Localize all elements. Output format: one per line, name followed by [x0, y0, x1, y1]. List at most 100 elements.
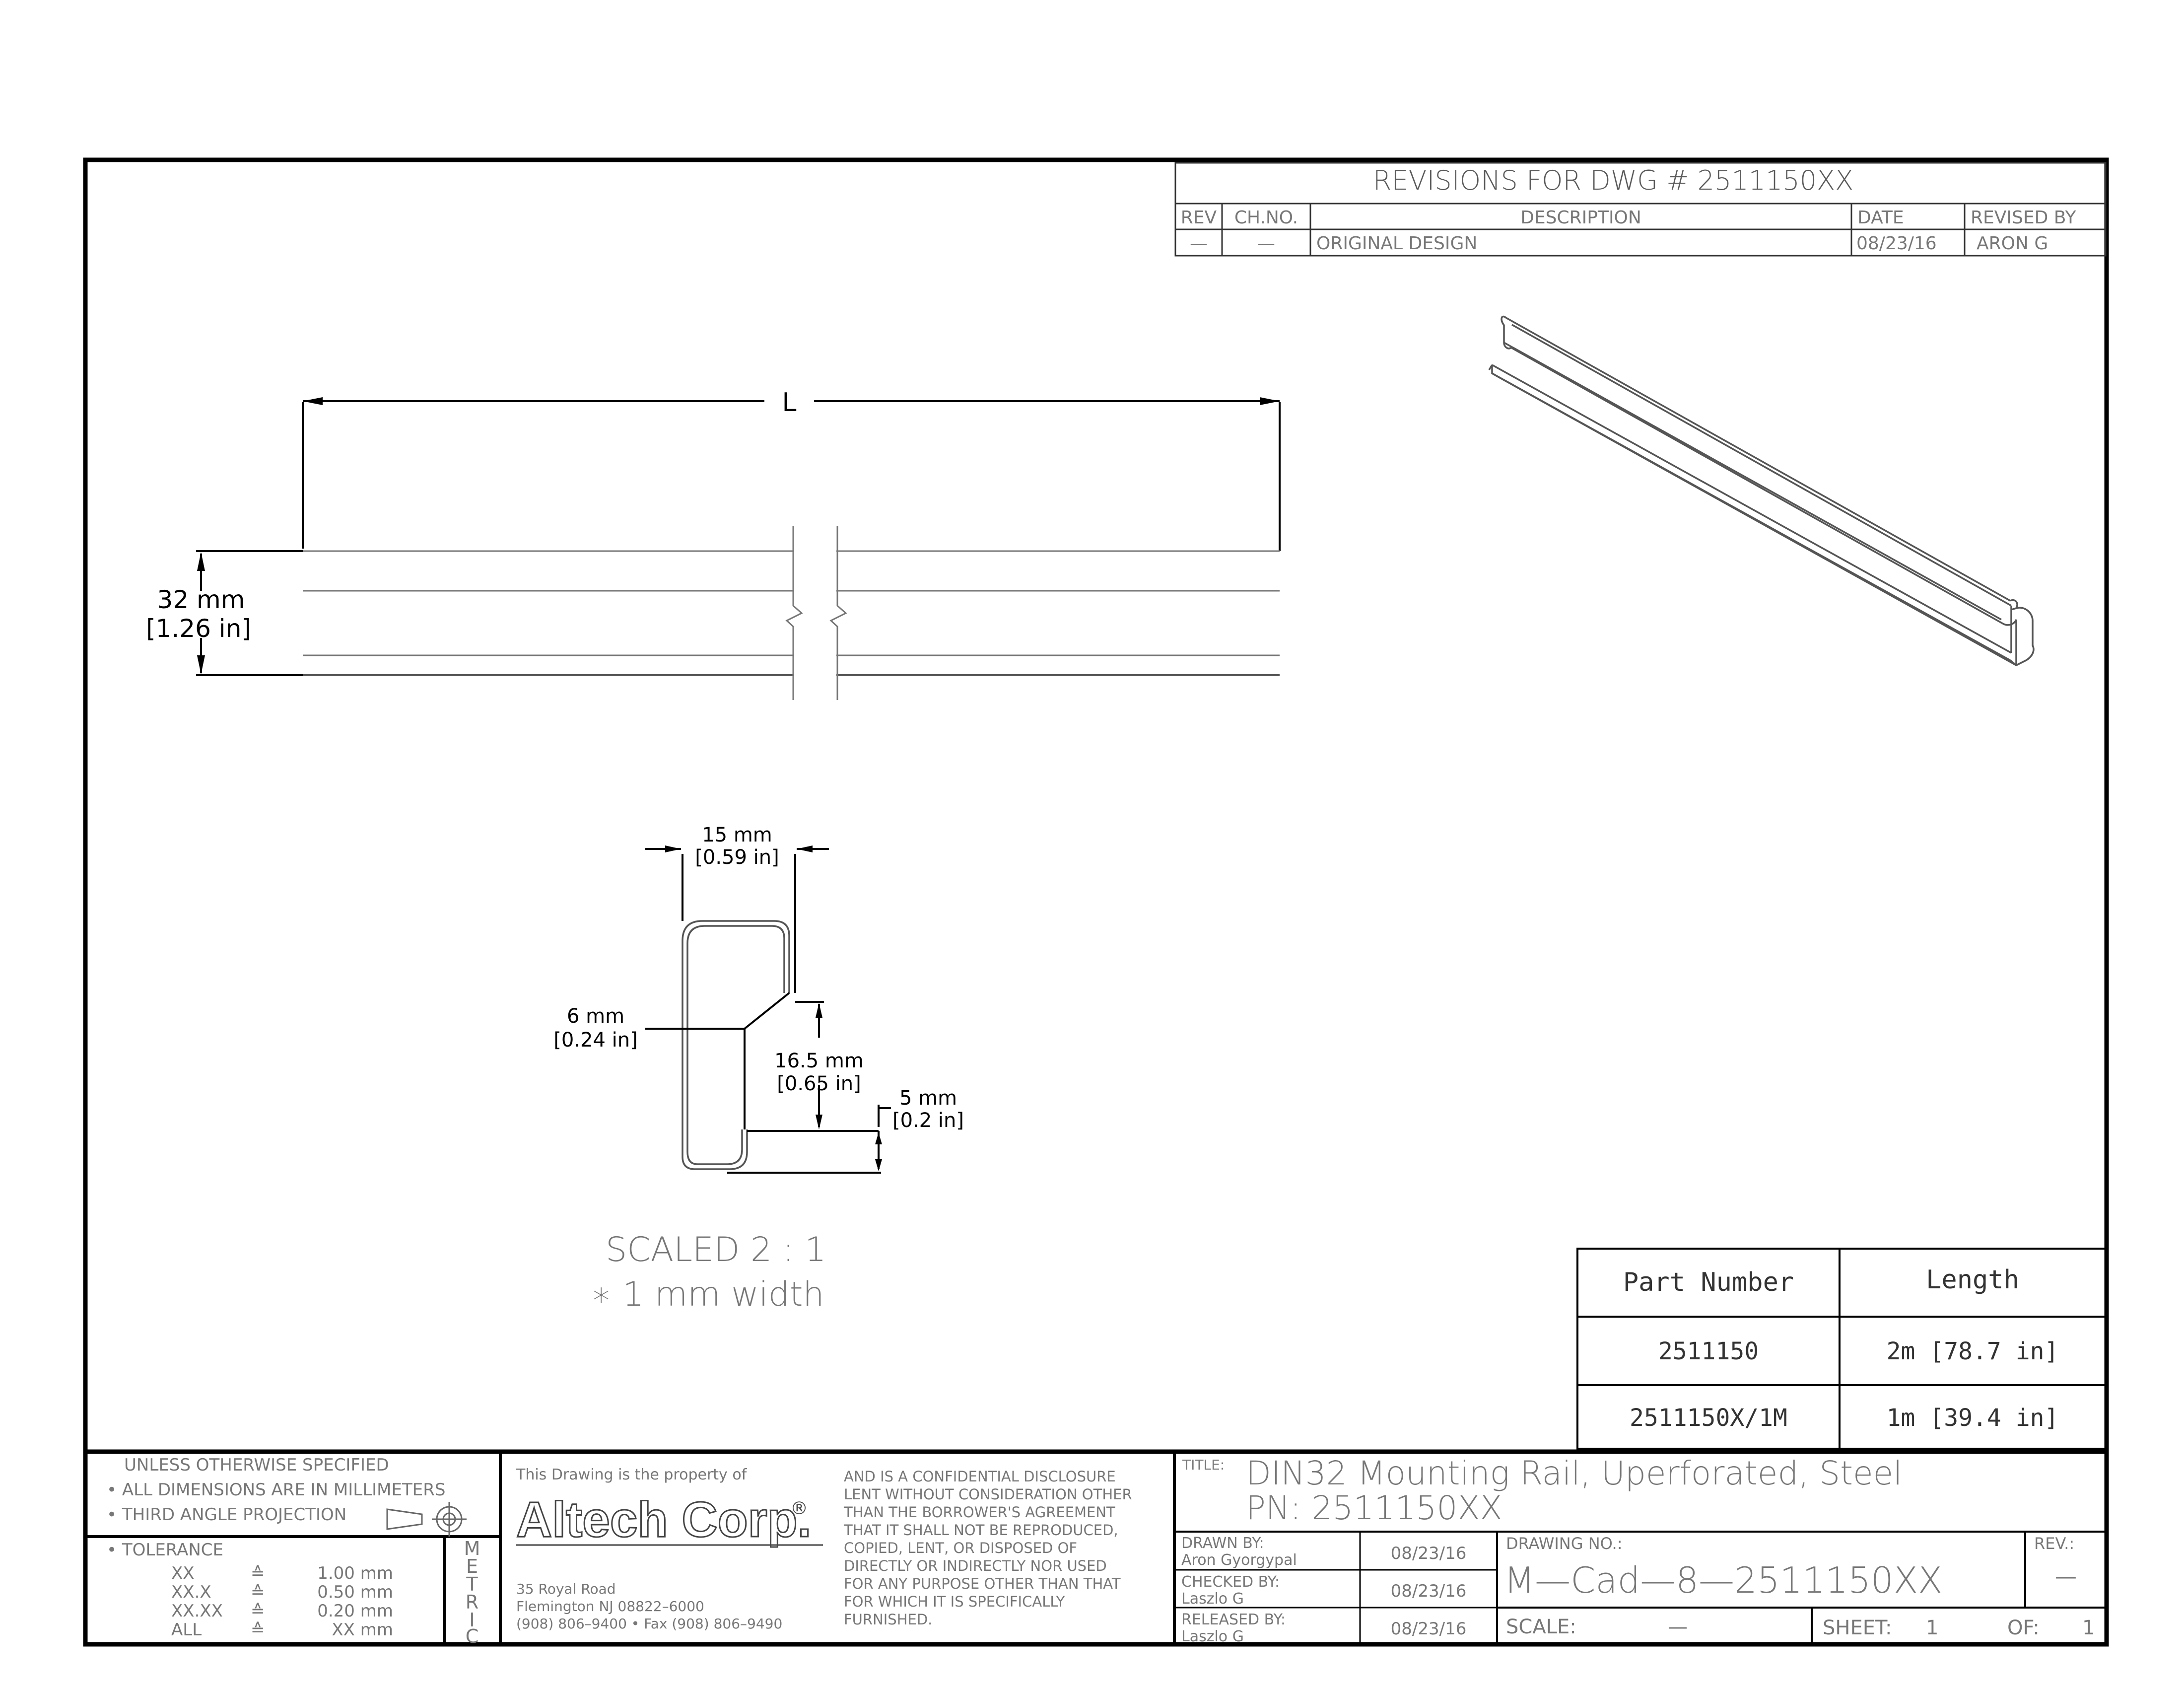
title-block-frame [85, 1449, 2107, 1644]
released-by-name: Laszlo G [1181, 1628, 1244, 1645]
address-line-2: Flemington NJ 08822–6000 [516, 1598, 704, 1615]
part-number-header: Part Number [1623, 1267, 1794, 1297]
side-view [196, 397, 1281, 700]
drawing-part-number: PN: 2511150XX [1246, 1489, 1502, 1527]
checked-by-name: Laszlo G [1181, 1590, 1244, 1608]
description-value: ORIGINAL DESIGN [1316, 233, 1477, 254]
title-label: TITLE: [1182, 1457, 1225, 1473]
scale-value: — [1668, 1616, 1688, 1638]
drawing-no-label: DRAWING NO.: [1506, 1534, 1622, 1553]
lip-in-label: [0.2 in] [892, 1109, 964, 1132]
checked-date: 08/23/16 [1391, 1581, 1467, 1601]
notes-line-2: • ALL DIMENSIONS ARE IN MILLIMETERS [107, 1480, 445, 1500]
tolerance-key-2: XX.X [171, 1582, 211, 1602]
rev-value: — [1190, 233, 1208, 254]
rev-label: REV.: [2034, 1534, 2074, 1553]
of-label: OF: [2007, 1617, 2040, 1639]
disclosure-line-1: AND IS A CONFIDENTIAL DISCLOSURE [844, 1468, 1116, 1485]
tolerance-sym-4: ≙ [251, 1620, 265, 1640]
length-2: 1m [39.4 in] [1887, 1404, 2059, 1432]
profile-arrows [665, 845, 882, 1171]
checked-by-label: CHECKED BY: [1181, 1573, 1280, 1591]
metric-letter-t: T [466, 1573, 478, 1595]
sheet-label: SHEET: [1823, 1617, 1892, 1639]
tolerance-key-3: XX.XX [171, 1601, 223, 1621]
parts-table-grid [1576, 1248, 2107, 1450]
width-mm-label: 15 mm [702, 824, 772, 846]
revised-by-header: REVISED BY [1971, 208, 2076, 228]
width-note: ∗ 1 mm width [591, 1275, 824, 1314]
drawing-number: M—Cad—8—2511150XX [1504, 1559, 1942, 1601]
flange-in-label: [0.24 in] [553, 1029, 637, 1052]
released-date: 08/23/16 [1391, 1619, 1467, 1639]
description-header: DESCRIPTION [1520, 208, 1641, 228]
width-in-label: [0.59 in] [695, 846, 779, 869]
tolerance-val-3: 0.20 mm [317, 1601, 393, 1621]
disclosure-line-5: COPIED, LENT, OR DISPOSED OF [844, 1540, 1077, 1556]
tolerance-val-4: XX mm [332, 1620, 393, 1640]
metric-letter-m: M [464, 1538, 480, 1559]
tolerance-key-4: ALL [171, 1620, 202, 1640]
revisions-title: REVISIONS FOR DWG # 2511150XX [1373, 165, 1853, 196]
drawing-title: DIN32 Mounting Rail, Uperforated, Steel [1246, 1454, 1903, 1492]
chno-header: CH.NO. [1234, 208, 1298, 228]
rev-value-box: — [2055, 1564, 2077, 1589]
date-header: DATE [1857, 208, 1904, 228]
tolerance-sym-3: ≙ [251, 1601, 265, 1621]
flange-mm-label: 6 mm [567, 1005, 624, 1028]
disclosure-line-4: THAT IT SHALL NOT BE REPRODUCED, [843, 1522, 1118, 1539]
registered-mark: ® [790, 1498, 808, 1519]
disclosure-line-3: THAN THE BORROWER'S AGREEMENT [843, 1504, 1115, 1521]
length-header: Length [1926, 1265, 2019, 1295]
depth-mm-label: 16.5 mm [774, 1050, 864, 1072]
sheet-value: 1 [1926, 1617, 1938, 1639]
disclosure-line-7: FOR ANY PURPOSE OTHER THAN THAT [844, 1575, 1121, 1592]
drawn-by-name: Aron Gyorgypal [1181, 1551, 1297, 1569]
tolerance-label: • TOLERANCE [107, 1540, 223, 1560]
lip-mm-label: 5 mm [899, 1087, 957, 1110]
disclosure-line-6: DIRECTLY OR INDIRECTLY NOR USED [844, 1557, 1107, 1574]
metric-letter-e: E [466, 1555, 478, 1577]
length-1: 2m [78.7 in] [1887, 1337, 2059, 1365]
scale-note: SCALED 2 : 1 [606, 1230, 826, 1269]
metric-letter-i: I [469, 1609, 475, 1631]
drawn-date: 08/23/16 [1391, 1544, 1467, 1563]
disclosure-line-8: FOR WHICH IT IS SPECIFICALLY [844, 1593, 1065, 1610]
metric-letter-r: R [466, 1591, 478, 1613]
address-line-1: 35 Royal Road [516, 1581, 616, 1597]
of-value: 1 [2082, 1617, 2095, 1639]
phone-line: (908) 806–9400 • Fax (908) 806–9490 [516, 1616, 782, 1632]
disclosure-line-9: FURNISHED. [844, 1611, 932, 1628]
length-label: L [782, 388, 797, 418]
depth-in-label: [0.65 in] [777, 1072, 861, 1095]
outer-border [83, 157, 2109, 1647]
scale-label: SCALE: [1506, 1616, 1576, 1638]
drawn-by-label: DRAWN BY: [1181, 1535, 1264, 1552]
projection-symbol [386, 1502, 467, 1537]
profile-section [682, 920, 790, 1170]
height-in-label: [1.26 in] [146, 614, 251, 643]
disclosure-line-2: LENT WITHOUT CONSIDERATION OTHER [844, 1486, 1132, 1503]
company-logo: Altech Corp. [516, 1492, 811, 1547]
released-by-label: RELEASED BY: [1181, 1611, 1286, 1628]
revisions-table [1174, 162, 2107, 257]
date-value: 08/23/16 [1856, 233, 1937, 254]
tolerance-key-1: XX [171, 1563, 195, 1583]
rev-header: REV [1181, 208, 1217, 228]
metric-letter-c: C [466, 1625, 479, 1647]
property-text: This Drawing is the property of [516, 1466, 748, 1483]
part-number-2: 2511150X/1M [1630, 1404, 1787, 1432]
isometric-rail-view [1488, 315, 2035, 667]
part-number-1: 2511150 [1658, 1337, 1759, 1365]
height-mm-label: 32 mm [157, 585, 245, 614]
tolerance-sym-2: ≙ [251, 1582, 265, 1602]
notes-line-1: UNLESS OTHERWISE SPECIFIED [124, 1455, 389, 1475]
tolerance-sym-1: ≙ [251, 1563, 265, 1583]
tolerance-val-2: 0.50 mm [317, 1582, 393, 1602]
notes-line-3: • THIRD ANGLE PROJECTION [107, 1505, 346, 1525]
revised-by-value: ARON G [1977, 233, 2048, 254]
tolerance-val-1: 1.00 mm [317, 1563, 393, 1583]
chno-value: — [1257, 233, 1275, 254]
